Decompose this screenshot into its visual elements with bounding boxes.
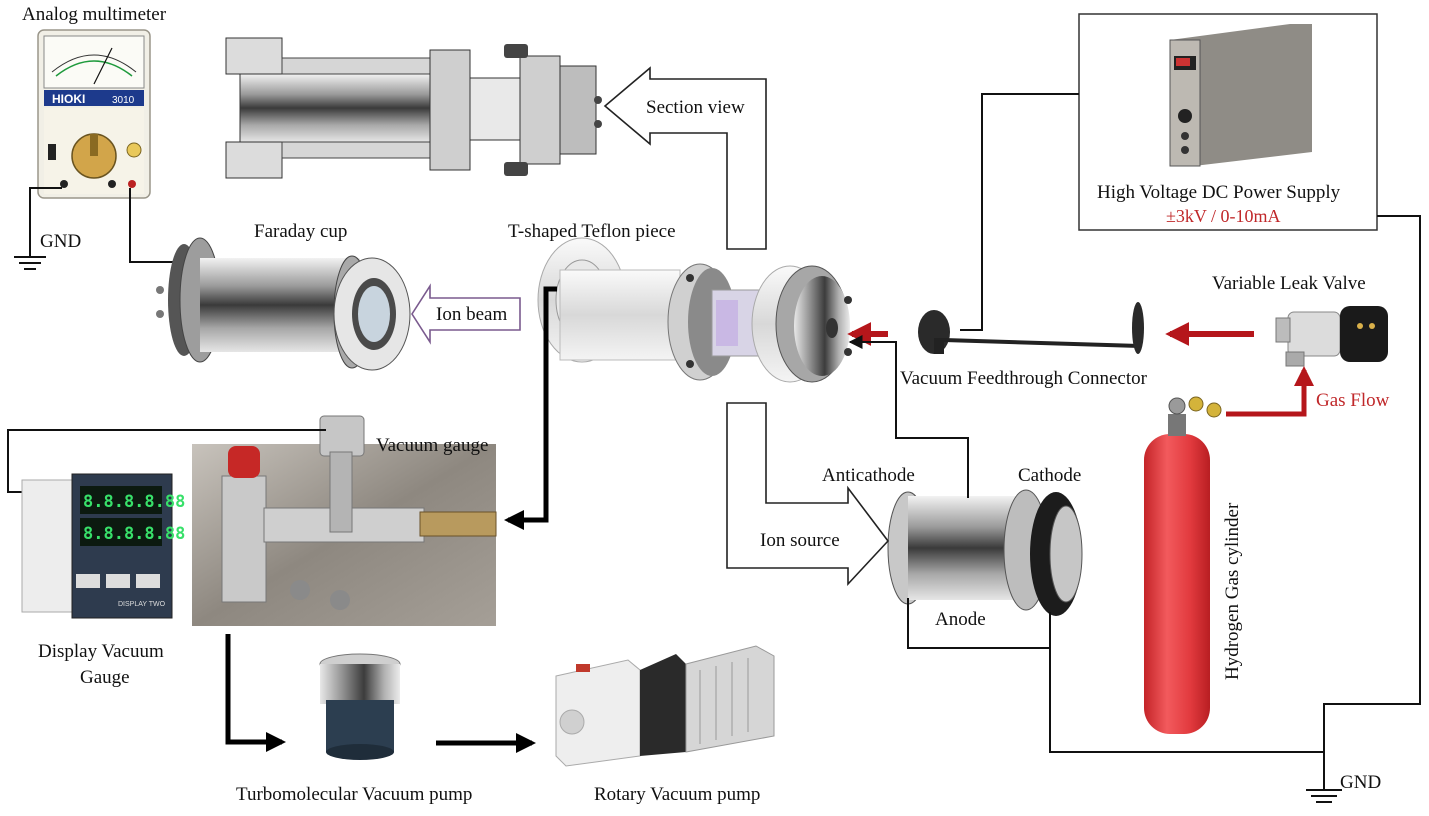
- display-readout-1: 8.8.8.8.88: [83, 492, 185, 512]
- display-model-label: DISPLAY TWO: [118, 601, 166, 608]
- analog-multimeter: HIOKI 3010: [37, 29, 151, 199]
- label-display-gauge-line1: Display Vacuum: [38, 641, 164, 662]
- ground-symbol-right: [1306, 789, 1342, 803]
- turbomolecular-pump: [319, 653, 401, 760]
- ion-source-assembly: [887, 489, 1083, 616]
- label-vacuum-gauge: Vacuum gauge: [376, 435, 488, 456]
- wire-gauge-display: [7, 429, 326, 493]
- meter-brand: HIOKI: [52, 92, 85, 106]
- wire-multimeter-faraday: [129, 188, 178, 263]
- label-gnd-left: GND: [40, 231, 81, 252]
- t-shaped-teflon-assembly: [537, 237, 852, 383]
- vacuum-gauge-assembly: [192, 415, 497, 626]
- wire-hv-ground: [1323, 215, 1421, 790]
- meter-model: 3010: [112, 95, 135, 106]
- line-teflon-to-gauge: [504, 286, 557, 530]
- label-faraday-cup: Faraday cup: [254, 221, 347, 242]
- label-section-view: Section view: [646, 97, 745, 118]
- red-arrow-gas-flow: [1226, 366, 1314, 417]
- faraday-cup: [156, 237, 411, 371]
- ion-beam-arrow: [411, 283, 521, 345]
- wire-anode: [907, 598, 1050, 649]
- label-gnd-right: GND: [1340, 772, 1381, 793]
- label-display-gauge-line2: Gauge: [80, 667, 130, 688]
- label-turbo-pump: Turbomolecular Vacuum pump: [236, 784, 472, 805]
- vacuum-feedthrough-connector: [918, 302, 1144, 354]
- label-hydrogen-cylinder: Hydrogen Gas cylinder: [1222, 502, 1243, 680]
- label-anode: Anode: [935, 609, 986, 630]
- label-t-shaped-teflon: T-shaped Teflon piece: [508, 221, 676, 242]
- section-view-drawing: [225, 37, 602, 179]
- label-ion-beam: Ion beam: [436, 304, 507, 325]
- variable-leak-valve: [1275, 306, 1388, 367]
- wire-chamber-anticathode: [848, 335, 969, 498]
- label-cathode: Cathode: [1018, 465, 1081, 486]
- hv-supply-device: [1169, 24, 1312, 167]
- label-hv-rating: ±3kV / 0-10mA: [1166, 206, 1281, 226]
- label-analog-multimeter: Analog multimeter: [22, 4, 167, 25]
- label-leak-valve: Variable Leak Valve: [1212, 273, 1366, 294]
- hydrogen-gas-cylinder: [1144, 396, 1222, 734]
- ion-source-arrow: [726, 402, 890, 587]
- display-readout-2: 8.8.8.8.88: [83, 524, 185, 544]
- label-anticathode: Anticathode: [822, 465, 915, 486]
- wire-hv-feedthrough: [960, 93, 1079, 331]
- line-gauge-to-turbo: [225, 634, 286, 752]
- wire-cathode-ground: [1049, 612, 1324, 753]
- rotary-vacuum-pump: [555, 645, 775, 767]
- label-hv-supply: High Voltage DC Power Supply: [1097, 182, 1341, 203]
- label-gas-flow: Gas Flow: [1316, 390, 1390, 411]
- label-feedthrough: Vacuum Feedthrough Connector: [900, 368, 1148, 389]
- section-view-arrow: [603, 66, 767, 250]
- ground-symbol-left: [14, 187, 62, 270]
- label-ion-source: Ion source: [760, 530, 840, 551]
- display-vacuum-gauge: 8.8.8.8.88 8.8.8.8.88 DISPLAY TWO: [21, 473, 185, 619]
- label-rotary-pump: Rotary Vacuum pump: [594, 784, 760, 805]
